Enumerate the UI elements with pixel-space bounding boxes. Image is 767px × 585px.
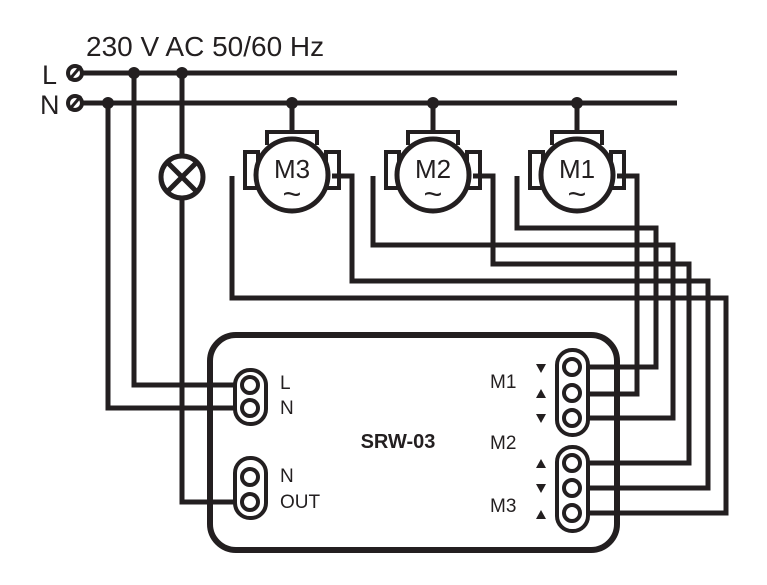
m2-down-arrow-icon bbox=[536, 414, 546, 423]
device-l-label: L bbox=[280, 373, 291, 394]
m3-left-wire bbox=[229, 176, 729, 516]
motor-m1: M1 ~ bbox=[528, 130, 626, 214]
device-out-n-label: N bbox=[280, 466, 294, 487]
terminal-screw-out bbox=[240, 492, 260, 512]
lamp-to-output-wire bbox=[179, 198, 246, 505]
m1-left-wire bbox=[514, 176, 659, 370]
m3-terminal-block bbox=[265, 130, 319, 145]
motor-terminal-block-upper bbox=[555, 348, 590, 437]
m2-terminal-block bbox=[406, 130, 460, 145]
output-terminal-block bbox=[233, 456, 268, 520]
m1-right-wire bbox=[575, 173, 640, 397]
m1-ac-symbol: ~ bbox=[568, 176, 587, 212]
device-m3-label: M3 bbox=[490, 496, 516, 517]
m3-label: M3 bbox=[274, 154, 310, 184]
device-n-label: N bbox=[280, 398, 294, 419]
m1-label: M1 bbox=[559, 154, 595, 184]
device-name: SRW-03 bbox=[361, 431, 436, 453]
m3-ac-symbol: ~ bbox=[283, 176, 302, 212]
controller-module bbox=[207, 332, 620, 553]
terminal-screw-n bbox=[240, 398, 260, 418]
m2-ac-symbol: ~ bbox=[424, 176, 443, 212]
m1-terminal-block bbox=[550, 130, 604, 145]
line-terminal-icon bbox=[66, 64, 84, 82]
device-m1-label: M1 bbox=[490, 372, 516, 393]
m3-up-arrow-icon bbox=[536, 510, 546, 519]
motor-m2: M2 ~ bbox=[384, 130, 482, 214]
m2-motor-icon bbox=[394, 136, 472, 214]
m3-right-wire bbox=[332, 173, 711, 491]
supply-label: 230 V AC 50/60 Hz bbox=[86, 31, 324, 62]
neutral-to-device-wire bbox=[105, 103, 246, 411]
m2-label: M2 bbox=[415, 154, 451, 184]
device-m2-label: M2 bbox=[490, 433, 516, 454]
line-terminal-label: L bbox=[42, 60, 57, 90]
terminal-screw-out-n bbox=[240, 467, 260, 487]
neutral-terminal-icon bbox=[66, 94, 84, 112]
power-terminal-block bbox=[233, 368, 268, 426]
m1-motor-icon bbox=[538, 136, 616, 214]
m3-motor-icon bbox=[253, 136, 331, 214]
motor-m3: M3 ~ bbox=[243, 130, 341, 214]
m2-right-wire bbox=[473, 173, 692, 466]
terminal-screw-l bbox=[240, 375, 260, 395]
motor-winding-wires bbox=[229, 173, 729, 516]
m1-up-arrow-icon bbox=[536, 389, 546, 398]
motor-terminal-block-lower bbox=[555, 445, 590, 533]
direction-arrows bbox=[536, 364, 546, 519]
neutral-terminal-label: N bbox=[40, 90, 60, 120]
device-out-label: OUT bbox=[280, 492, 321, 513]
m2-up-arrow-icon bbox=[536, 459, 546, 468]
m3-down-arrow-icon bbox=[536, 484, 546, 493]
m1-down-arrow-icon bbox=[536, 364, 546, 373]
lamp-icon bbox=[158, 153, 206, 201]
m2-left-wire bbox=[370, 176, 676, 421]
